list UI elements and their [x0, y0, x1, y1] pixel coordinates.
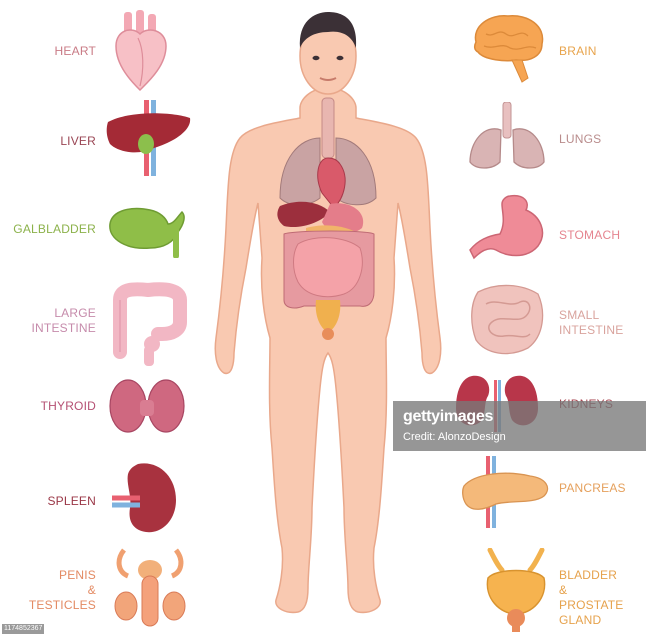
gallbladder-icon	[104, 202, 190, 258]
label-line: PANCREAS	[559, 481, 626, 496]
label-line: BRAIN	[559, 44, 597, 59]
watermark: gettyimages Credit: AlonzoDesign	[393, 401, 646, 451]
label-line: LARGE	[0, 306, 96, 321]
bladder-prostate-icon	[482, 548, 550, 632]
label-thyroid: THYROID	[0, 399, 96, 414]
label-line: PROSTATE	[559, 598, 624, 613]
label-lungs: LUNGS	[559, 132, 601, 147]
label-brain: BRAIN	[559, 44, 597, 59]
label-line: STOMACH	[559, 228, 620, 243]
label-liver: LIVER	[0, 134, 96, 149]
label-line: &	[559, 583, 624, 598]
stomach-icon	[466, 192, 550, 268]
watermark-credit: Credit: AlonzoDesign	[403, 431, 506, 443]
label-line: LUNGS	[559, 132, 601, 147]
large-intestine-icon	[106, 282, 190, 368]
label-line: THYROID	[0, 399, 96, 414]
label-spleen: SPLEEN	[0, 494, 96, 509]
label-line: SMALL	[559, 308, 623, 323]
human-body-figure	[210, 8, 446, 628]
label-line: TESTICLES	[0, 598, 96, 613]
small-intestine-icon	[468, 278, 548, 358]
heart-icon	[108, 10, 172, 92]
pancreas-icon	[460, 456, 554, 528]
label-line: GLAND	[559, 613, 624, 628]
label-penis-testicles: PENIS&TESTICLES	[0, 568, 96, 613]
label-heart: HEART	[0, 44, 96, 59]
brain-icon	[466, 12, 550, 86]
spleen-icon	[110, 460, 184, 536]
image-id: 1174852367	[2, 624, 44, 634]
penis-testicles-icon	[112, 540, 188, 632]
label-gallbladder: GALBLADDER	[0, 222, 96, 237]
label-stomach: STOMACH	[559, 228, 620, 243]
watermark-logo: gettyimages	[403, 408, 493, 426]
label-line: BLADDER	[559, 568, 624, 583]
label-line: INTESTINE	[0, 321, 96, 336]
lungs-icon	[466, 102, 548, 174]
label-line: INTESTINE	[559, 323, 623, 338]
liver-icon	[104, 100, 196, 176]
thyroid-icon	[106, 374, 188, 436]
label-line: SPLEEN	[0, 494, 96, 509]
label-line: &	[0, 583, 96, 598]
label-line: GALBLADDER	[0, 222, 96, 237]
label-line: HEART	[0, 44, 96, 59]
label-line: LIVER	[0, 134, 96, 149]
label-pancreas: PANCREAS	[559, 481, 626, 496]
label-line: PENIS	[0, 568, 96, 583]
